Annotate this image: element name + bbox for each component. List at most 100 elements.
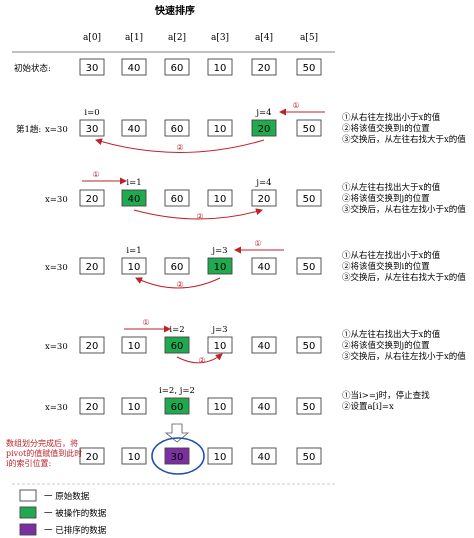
cell-value: 30 (86, 63, 99, 74)
array-cell (296, 397, 322, 415)
step-note: ②将该值交换到j的位置 (342, 193, 430, 204)
cell-value: 40 (258, 262, 271, 273)
cell-value: 60 (171, 63, 184, 74)
array-cell (164, 336, 190, 354)
cell-value: 60 (171, 402, 184, 413)
red-note-line: pivot的值赋值到此时 (6, 448, 82, 458)
cell-value: 10 (214, 262, 227, 273)
cell-value: 50 (303, 402, 316, 413)
array-cell (164, 119, 190, 137)
swap-arrow (176, 353, 223, 364)
arrow-label: ① (142, 318, 149, 327)
array-cell (121, 447, 147, 465)
array-cell (79, 447, 105, 465)
cell-value: 50 (303, 452, 316, 463)
array-cell (121, 397, 147, 415)
cell-value: 60 (171, 124, 184, 135)
array-cell (121, 336, 147, 354)
legend-item: 一 已排序的数据 (19, 523, 107, 536)
step-note: ③交换后，从右往左找小于x的值 (342, 204, 466, 215)
array-cell (79, 336, 105, 354)
array-cell (164, 257, 190, 275)
pointer-label: i=0 (84, 108, 99, 118)
legend-item: 一 原始数据 (19, 489, 90, 502)
array-cell (207, 189, 233, 207)
array-cell (79, 189, 105, 207)
cell-value: 60 (171, 262, 184, 273)
array-cell (207, 397, 233, 415)
array-cell (164, 58, 190, 76)
step-note: ②将该值交换到i的位置 (342, 123, 430, 134)
step-note: ①从左往右找出大于x的值 (342, 329, 441, 340)
step-note: ①从右往左找出小于x的值 (342, 250, 441, 261)
cell-value: 50 (303, 124, 316, 135)
cell-value: 10 (128, 262, 141, 273)
pointer-label: j=4 (255, 108, 271, 118)
array-cell (296, 257, 322, 275)
array-cell (207, 336, 233, 354)
array-cell (296, 447, 322, 465)
arrow-label: ② (196, 212, 203, 221)
pointer-label: j=4 (255, 178, 271, 188)
pivot-label: x=30 (45, 342, 68, 352)
cell-value: 20 (86, 194, 99, 205)
cell-value: 60 (171, 341, 184, 352)
pivot-label: x=30 (45, 263, 68, 273)
column-header: a[4] (255, 33, 273, 43)
cell-value: 40 (258, 341, 271, 352)
column-header: a[0] (83, 33, 101, 43)
column-header: a[2] (168, 33, 186, 43)
arrow-label: ① (292, 101, 299, 110)
array-cell (164, 189, 190, 207)
array-cell (79, 58, 105, 76)
pointer-label: j=3 (211, 325, 227, 335)
cell-value: 20 (86, 402, 99, 413)
array-cell (79, 119, 105, 137)
array-cell (251, 58, 277, 76)
array-cell (296, 336, 322, 354)
cell-value: 40 (128, 194, 141, 205)
legend-swatch (19, 523, 37, 536)
pointer-label: j=3 (211, 246, 227, 256)
arrow-label: ② (176, 143, 183, 152)
pointer-label: i=2 (169, 325, 184, 335)
legend-swatch (19, 489, 37, 502)
swap-arrow (133, 208, 263, 220)
array-cell (164, 447, 190, 465)
step-note: ①从右往左找出小于x的值 (342, 112, 441, 123)
cell-value: 10 (214, 124, 227, 135)
step-note: ②将该值交换到j的位置 (342, 340, 430, 351)
red-note-line: i的索引位置: (6, 458, 51, 468)
arrow-label: ② (176, 280, 183, 289)
swap-arrow (135, 277, 221, 289)
cell-value: 10 (128, 452, 141, 463)
column-header: a[3] (211, 33, 229, 43)
array-cell (251, 119, 277, 137)
cell-value: 60 (171, 194, 184, 205)
cell-value: 10 (128, 341, 141, 352)
array-cell (207, 447, 233, 465)
sorted-highlight-circle (151, 437, 205, 475)
row-label: 初始状态: (14, 63, 51, 74)
cell-value: 50 (303, 63, 316, 74)
cell-value: 20 (86, 452, 99, 463)
cell-value: 10 (214, 341, 227, 352)
cell-value: 20 (258, 194, 271, 205)
step-note: ③交换后，从左往右找大于x的值 (342, 272, 466, 283)
array-cell (296, 119, 322, 137)
cell-value: 10 (214, 402, 227, 413)
cell-value: 40 (258, 452, 271, 463)
cell-value: 50 (303, 194, 316, 205)
legend-swatch (19, 506, 37, 519)
array-cell (207, 257, 233, 275)
array-cell (207, 58, 233, 76)
array-cell (164, 397, 190, 415)
legend-item: 一 被操作的数据 (19, 506, 107, 519)
diagram-title: 快速排序 (154, 4, 195, 17)
pointer-label: i=1 (126, 246, 141, 256)
